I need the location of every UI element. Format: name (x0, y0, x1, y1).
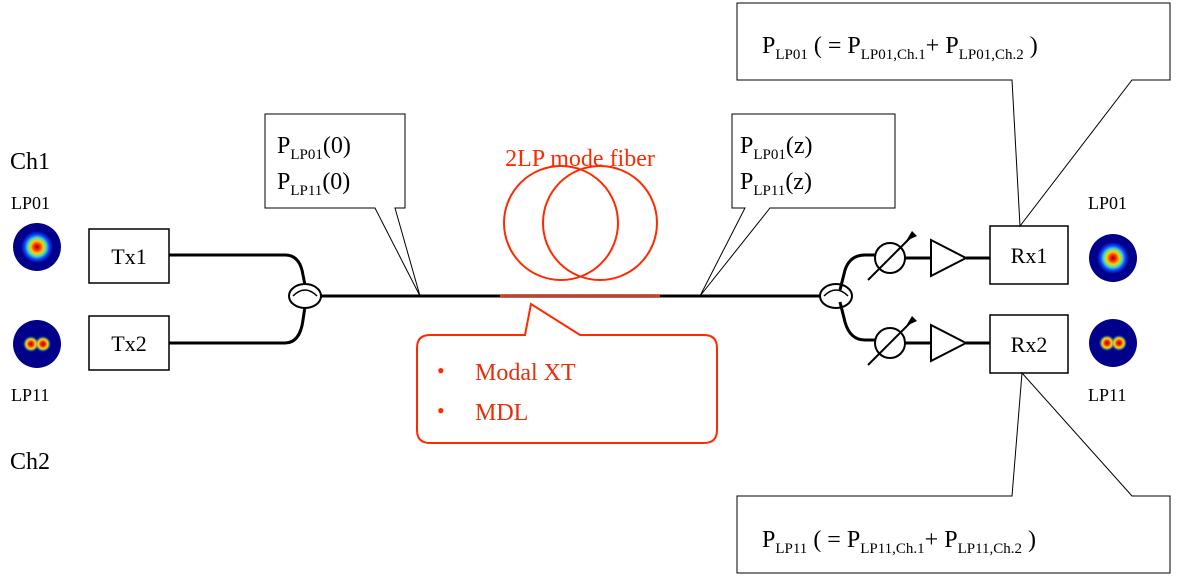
tx1-fiber (169, 253, 308, 291)
rx1-box: Rx1 (989, 225, 1069, 285)
ch1-label: Ch1 (10, 149, 50, 175)
tx2-label: Tx2 (111, 331, 146, 356)
amplifier-1 (930, 238, 969, 278)
tx2-fiber (169, 299, 308, 345)
fiber-label: 2LP mode fiber (505, 146, 655, 172)
rx-lp01-power-callout: PLP01 ( = PLP01,Ch.1+ PLP01,Ch.2 ) (736, 2, 1171, 228)
amplifier-2 (930, 323, 969, 363)
lp11-output-label: LP11 (1088, 385, 1126, 405)
impairment-bullet-2: • (437, 398, 445, 423)
lp01-input-label: LP01 (11, 193, 50, 213)
input-power-lp11: PLP11(0) (277, 169, 350, 199)
fiber-spool (500, 165, 660, 297)
lp11-mode-profile-input (13, 320, 61, 368)
lp11-mode-profile-output (1089, 319, 1137, 367)
rx-lp01-power-equation: PLP01 ( = PLP01,Ch.1+ PLP01,Ch.2 ) (762, 33, 1038, 63)
impairment-mdl: MDL (475, 400, 528, 426)
output-power-lp01: PLP01(z) (740, 133, 813, 163)
input-power-lp01: PLP01(0) (277, 133, 351, 163)
rx-lp11-power-equation: PLP11 ( = PLP11,Ch.1+ PLP11,Ch.2 ) (762, 527, 1036, 557)
input-power-callout: PLP01(0) PLP11(0) (264, 113, 421, 297)
tx1-label: Tx1 (111, 244, 146, 269)
ch2-label: Ch2 (10, 449, 50, 475)
tx1-box: Tx1 (88, 228, 170, 284)
impairment-modal-xt: Modal XT (475, 360, 576, 386)
demux-lower-fiber (838, 301, 878, 342)
lp01-mode-profile-output (1089, 234, 1137, 282)
variable-attenuator-2 (867, 316, 917, 366)
rx-lp11-power-callout: PLP11 ( = PLP11,Ch.1+ PLP11,Ch.2 ) (736, 371, 1171, 574)
output-power-callout: PLP01(z) PLP11(z) (699, 113, 896, 297)
demux-upper-fiber (838, 253, 878, 291)
variable-attenuator-1 (867, 231, 917, 281)
rx2-label: Rx2 (1011, 332, 1048, 357)
mode-demux (819, 283, 853, 309)
lp11-input-label: LP11 (11, 385, 49, 405)
lp01-output-label: LP01 (1088, 193, 1127, 213)
rx1-label: Rx1 (1011, 243, 1048, 268)
impairment-bullet-1: • (437, 358, 445, 383)
impairments-callout: • Modal XT • MDL (416, 302, 718, 444)
tx2-box: Tx2 (88, 315, 170, 371)
rx2-box: Rx2 (989, 314, 1069, 374)
lp01-mode-profile-input (13, 223, 61, 271)
output-power-lp11: PLP11(z) (740, 169, 812, 199)
